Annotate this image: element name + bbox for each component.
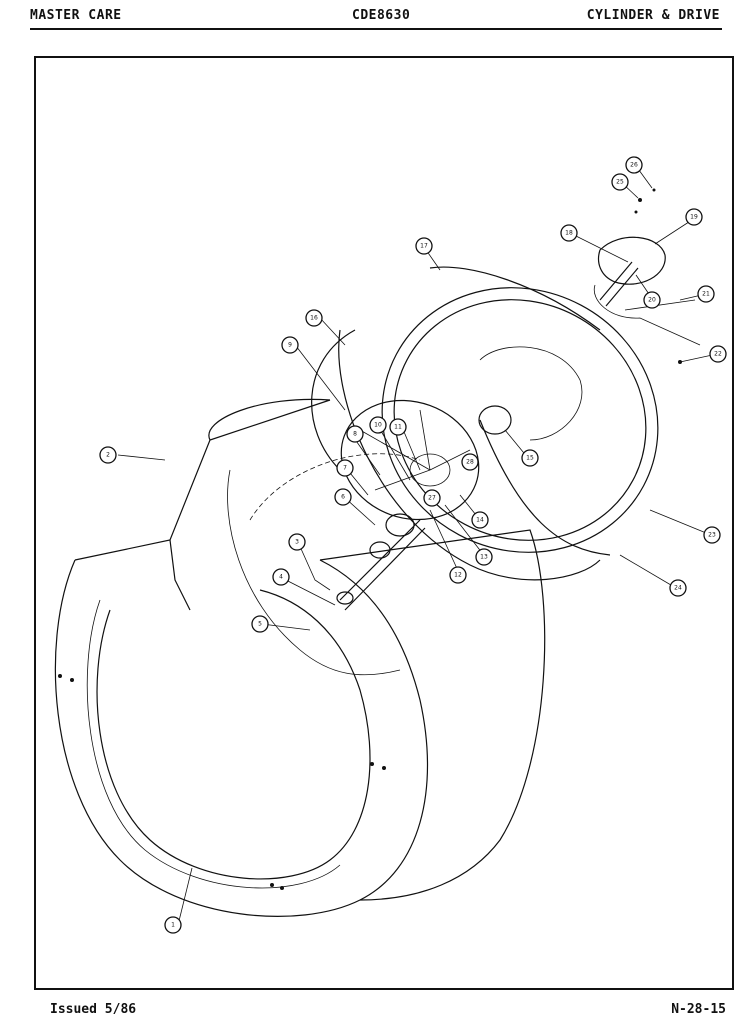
callout-14: 14 [471,511,489,529]
callout-21: 21 [697,285,715,303]
front-tub-housing [54,398,546,917]
callout-27: 27 [423,489,441,507]
rear-belt [311,329,356,471]
header-model-number: CDE8630 [352,8,411,23]
callout-23: 23 [703,526,721,544]
svg-text:22: 22 [714,351,722,358]
callout-20: 20 [643,291,661,309]
callout-13: 13 [475,548,493,566]
svg-text:18: 18 [565,230,573,237]
callout-8: 8 [346,425,364,443]
callout-4: 4 [272,568,290,586]
svg-text:6: 6 [341,494,345,501]
callout-22: 22 [709,345,727,363]
svg-text:13: 13 [480,554,488,561]
callout-5: 5 [251,615,269,633]
svg-text:8: 8 [353,431,357,438]
svg-text:16: 16 [310,315,318,322]
svg-text:24: 24 [674,585,682,592]
rear-bearing-housing [593,236,701,346]
svg-text:26: 26 [630,162,638,169]
svg-text:7: 7 [343,465,347,472]
footer-issue-date: Issued 5/86 [50,1002,137,1017]
svg-text:1: 1 [171,922,175,929]
shaft-assembly [336,405,512,611]
svg-text:12: 12 [454,572,462,579]
drive-pulley [340,399,480,521]
svg-text:28: 28 [466,459,474,466]
callout-1: 1 [164,916,182,934]
callout-16: 16 [305,309,323,327]
svg-text:4: 4 [279,574,283,581]
callout-15: 15 [521,449,539,467]
callout-11: 11 [389,418,407,436]
drum-seal-ring [429,266,611,556]
svg-text:14: 14 [476,517,484,524]
header-section-title: CYLINDER & DRIVE [586,8,720,23]
callout-26: 26 [625,156,643,174]
callout-12: 12 [449,566,467,584]
callout-2: 2 [99,446,117,464]
callout-18: 18 [560,224,578,242]
svg-text:10: 10 [374,422,382,429]
rear-drum [338,287,659,581]
callout-24: 24 [669,579,687,597]
svg-text:5: 5 [258,621,262,628]
callout-17: 17 [415,237,433,255]
callout-7: 7 [336,459,354,477]
callout-3: 3 [288,533,306,551]
callout-10: 10 [369,416,387,434]
svg-text:27: 27 [428,495,436,502]
callout-9: 9 [281,336,299,354]
callout-19: 19 [685,208,703,226]
svg-text:25: 25 [616,179,624,186]
svg-text:19: 19 [690,214,698,221]
callout-28: 28 [461,453,479,471]
svg-text:17: 17 [420,243,428,250]
footer-page-number: N-28-15 [671,1002,726,1017]
fasteners [58,188,682,890]
svg-text:9: 9 [288,342,292,349]
callout-6: 6 [334,488,352,506]
diagram-frame [34,56,734,990]
callout-25: 25 [611,173,629,191]
header-model-line: MASTER CARE [30,8,122,23]
svg-text:11: 11 [394,424,402,431]
svg-text:3: 3 [295,539,299,546]
svg-text:15: 15 [526,455,534,462]
svg-text:2: 2 [106,452,110,459]
svg-text:20: 20 [648,297,656,304]
header-rule [30,28,722,30]
svg-text:21: 21 [702,291,710,298]
svg-text:23: 23 [708,532,716,539]
